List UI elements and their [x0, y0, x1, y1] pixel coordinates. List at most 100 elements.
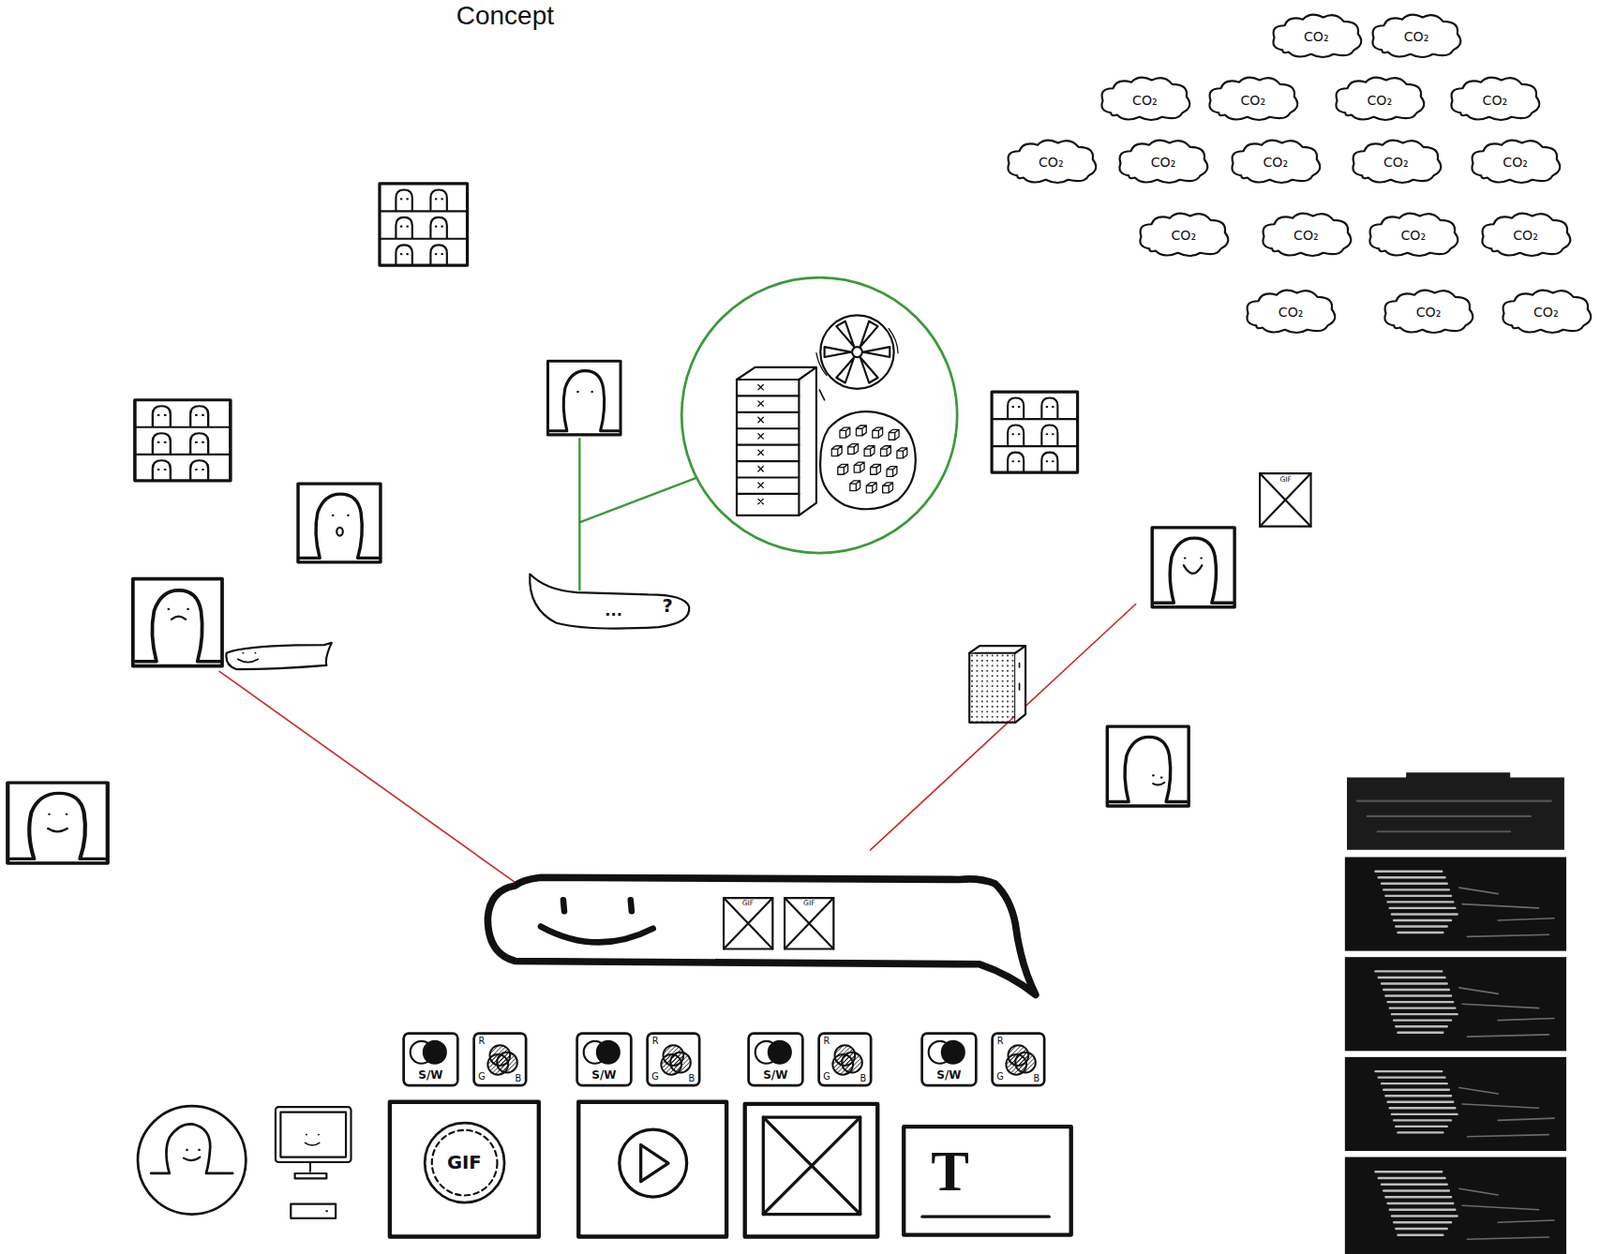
- film-strip: [1375, 871, 1555, 938]
- co2-cloud: CO₂: [1135, 209, 1232, 259]
- infrastructure-circle: [881, 446, 892, 457]
- co2-cloud-outline: [1481, 213, 1571, 256]
- co2-cloud-label: CO₂: [1404, 29, 1430, 44]
- co2-cloud: CO₂: [1268, 11, 1365, 60]
- rgb-toggle-outline: [1005, 1054, 1027, 1076]
- chat-bubble: [563, 899, 632, 912]
- computer: [275, 1106, 352, 1163]
- co2-cloud-outline: [1352, 140, 1441, 183]
- crowd-frames: [134, 183, 1078, 481]
- computer: [280, 1112, 346, 1158]
- infrastructure-circle: [888, 429, 899, 440]
- rgb-toggle-label: G: [822, 1072, 831, 1082]
- red-connectors: [870, 604, 1137, 851]
- gif-placeholder-outline: [723, 897, 773, 949]
- co2-cloud-outline: [1007, 140, 1096, 183]
- co2-cloud-label: CO₂: [1416, 305, 1442, 319]
- co2-cloud: CO₂: [1347, 136, 1445, 186]
- text-tool-outline: [904, 1126, 1073, 1235]
- infrastructure-circle: [820, 411, 916, 509]
- tool-buttons: [762, 1117, 860, 1214]
- bw-toggle-outline: [768, 1040, 792, 1063]
- gif-placeholder-outline: [784, 897, 834, 949]
- infrastructure-circle: [882, 482, 894, 494]
- infrastructure-circle: [736, 367, 817, 516]
- infrastructure-circle: [855, 321, 879, 350]
- co2-cloud-outline: [1140, 213, 1229, 256]
- infrastructure-circle: [681, 277, 958, 554]
- co2-cloud: CO₂: [1114, 136, 1212, 186]
- co2-cloud-label: CO₂: [1367, 93, 1393, 107]
- co2-cloud-label: CO₂: [1293, 228, 1319, 242]
- co2-cloud: CO₂: [1379, 286, 1477, 336]
- co2-cloud-label: CO₂: [1038, 155, 1064, 169]
- face-expressions: [1183, 558, 1203, 574]
- bw-toggle: S/W: [575, 1031, 633, 1088]
- computer: [305, 1135, 320, 1146]
- gif-placeholder-outline: [784, 897, 834, 949]
- rgb-toggle-outline: [992, 1032, 1046, 1086]
- co2-cloud-outline: [1385, 290, 1474, 333]
- bw-toggle: S/W: [402, 1031, 460, 1088]
- infrastructure-circle: [850, 480, 861, 492]
- co2-cloud-outline: [1247, 290, 1336, 333]
- chat-bubble: [540, 927, 654, 943]
- chat-bubble: [487, 877, 1036, 995]
- rgb-toggle-label: R: [997, 1036, 1004, 1047]
- red-connectors: [219, 604, 1137, 883]
- face-frames: [7, 360, 1235, 864]
- co2-cloud-label: CO₂: [1400, 228, 1426, 242]
- tool-buttons: [619, 1129, 688, 1197]
- rgb-toggle-label: G: [478, 1072, 486, 1082]
- bw-toggle-outline: [577, 1032, 632, 1086]
- thought-bubble-label: ...: [604, 603, 623, 619]
- face-expressions: [336, 527, 344, 537]
- gif-button-outline: [424, 1123, 505, 1204]
- film-strip: [1345, 772, 1567, 1254]
- infrastructure-circle: [852, 346, 863, 358]
- bw-toggle-outline: [423, 1040, 447, 1063]
- infrastructure-circle: [758, 384, 763, 504]
- face-frames: [7, 782, 108, 864]
- film-strip: [1375, 971, 1555, 1037]
- film-strip: [1357, 801, 1552, 833]
- rgb-toggle-label: B: [1032, 1074, 1040, 1084]
- co2-cloud-outline: [1502, 290, 1591, 333]
- infrastructure-circle: [872, 427, 883, 438]
- chip-cluster: [820, 411, 916, 509]
- rgb-toggle-outline: [647, 1032, 701, 1086]
- crowd-frames: [134, 400, 231, 481]
- film-strip: [1345, 957, 1567, 1051]
- bw-toggle-label: S/W: [418, 1070, 443, 1082]
- rgb-toggle-outline: [474, 1032, 527, 1086]
- co2-cloud: CO₂: [1497, 286, 1595, 336]
- tool-buttons: [745, 1104, 879, 1238]
- rgb-toggle-label: G: [996, 1072, 1004, 1082]
- gif-button-label: GIF: [447, 1153, 482, 1173]
- rgb-toggle-label: R: [478, 1036, 486, 1047]
- infrastructure-circle: [853, 462, 865, 473]
- infrastructure-circle: [824, 346, 852, 358]
- infrastructure-circle: [837, 463, 849, 475]
- server-tower: [969, 653, 1016, 723]
- film-strip: [1345, 1057, 1567, 1152]
- face-expressions: [332, 514, 349, 517]
- bw-toggle: S/W: [920, 1031, 978, 1088]
- infrastructure-circle: [836, 321, 859, 350]
- co2-cloud-label: CO₂: [1383, 155, 1409, 169]
- face-expressions: [577, 390, 593, 393]
- infrastructure-circle: [897, 448, 908, 459]
- chat-bubble: [487, 877, 1036, 995]
- co2-cloud: CO₂: [1241, 286, 1339, 336]
- gif-placeholder-label: GIF: [741, 899, 756, 908]
- computer: [275, 1106, 352, 1219]
- rgb-toggle-label: R: [823, 1036, 831, 1047]
- infrastructure-circle: [820, 314, 894, 389]
- face-expressions: [47, 391, 1202, 832]
- green-connector: [579, 438, 697, 590]
- user-avatar: [137, 1106, 246, 1214]
- green-connector: [578, 438, 581, 590]
- bw-toggle-outline: [597, 1040, 620, 1063]
- face-expressions: [168, 609, 189, 620]
- infrastructure-circle: [839, 427, 851, 438]
